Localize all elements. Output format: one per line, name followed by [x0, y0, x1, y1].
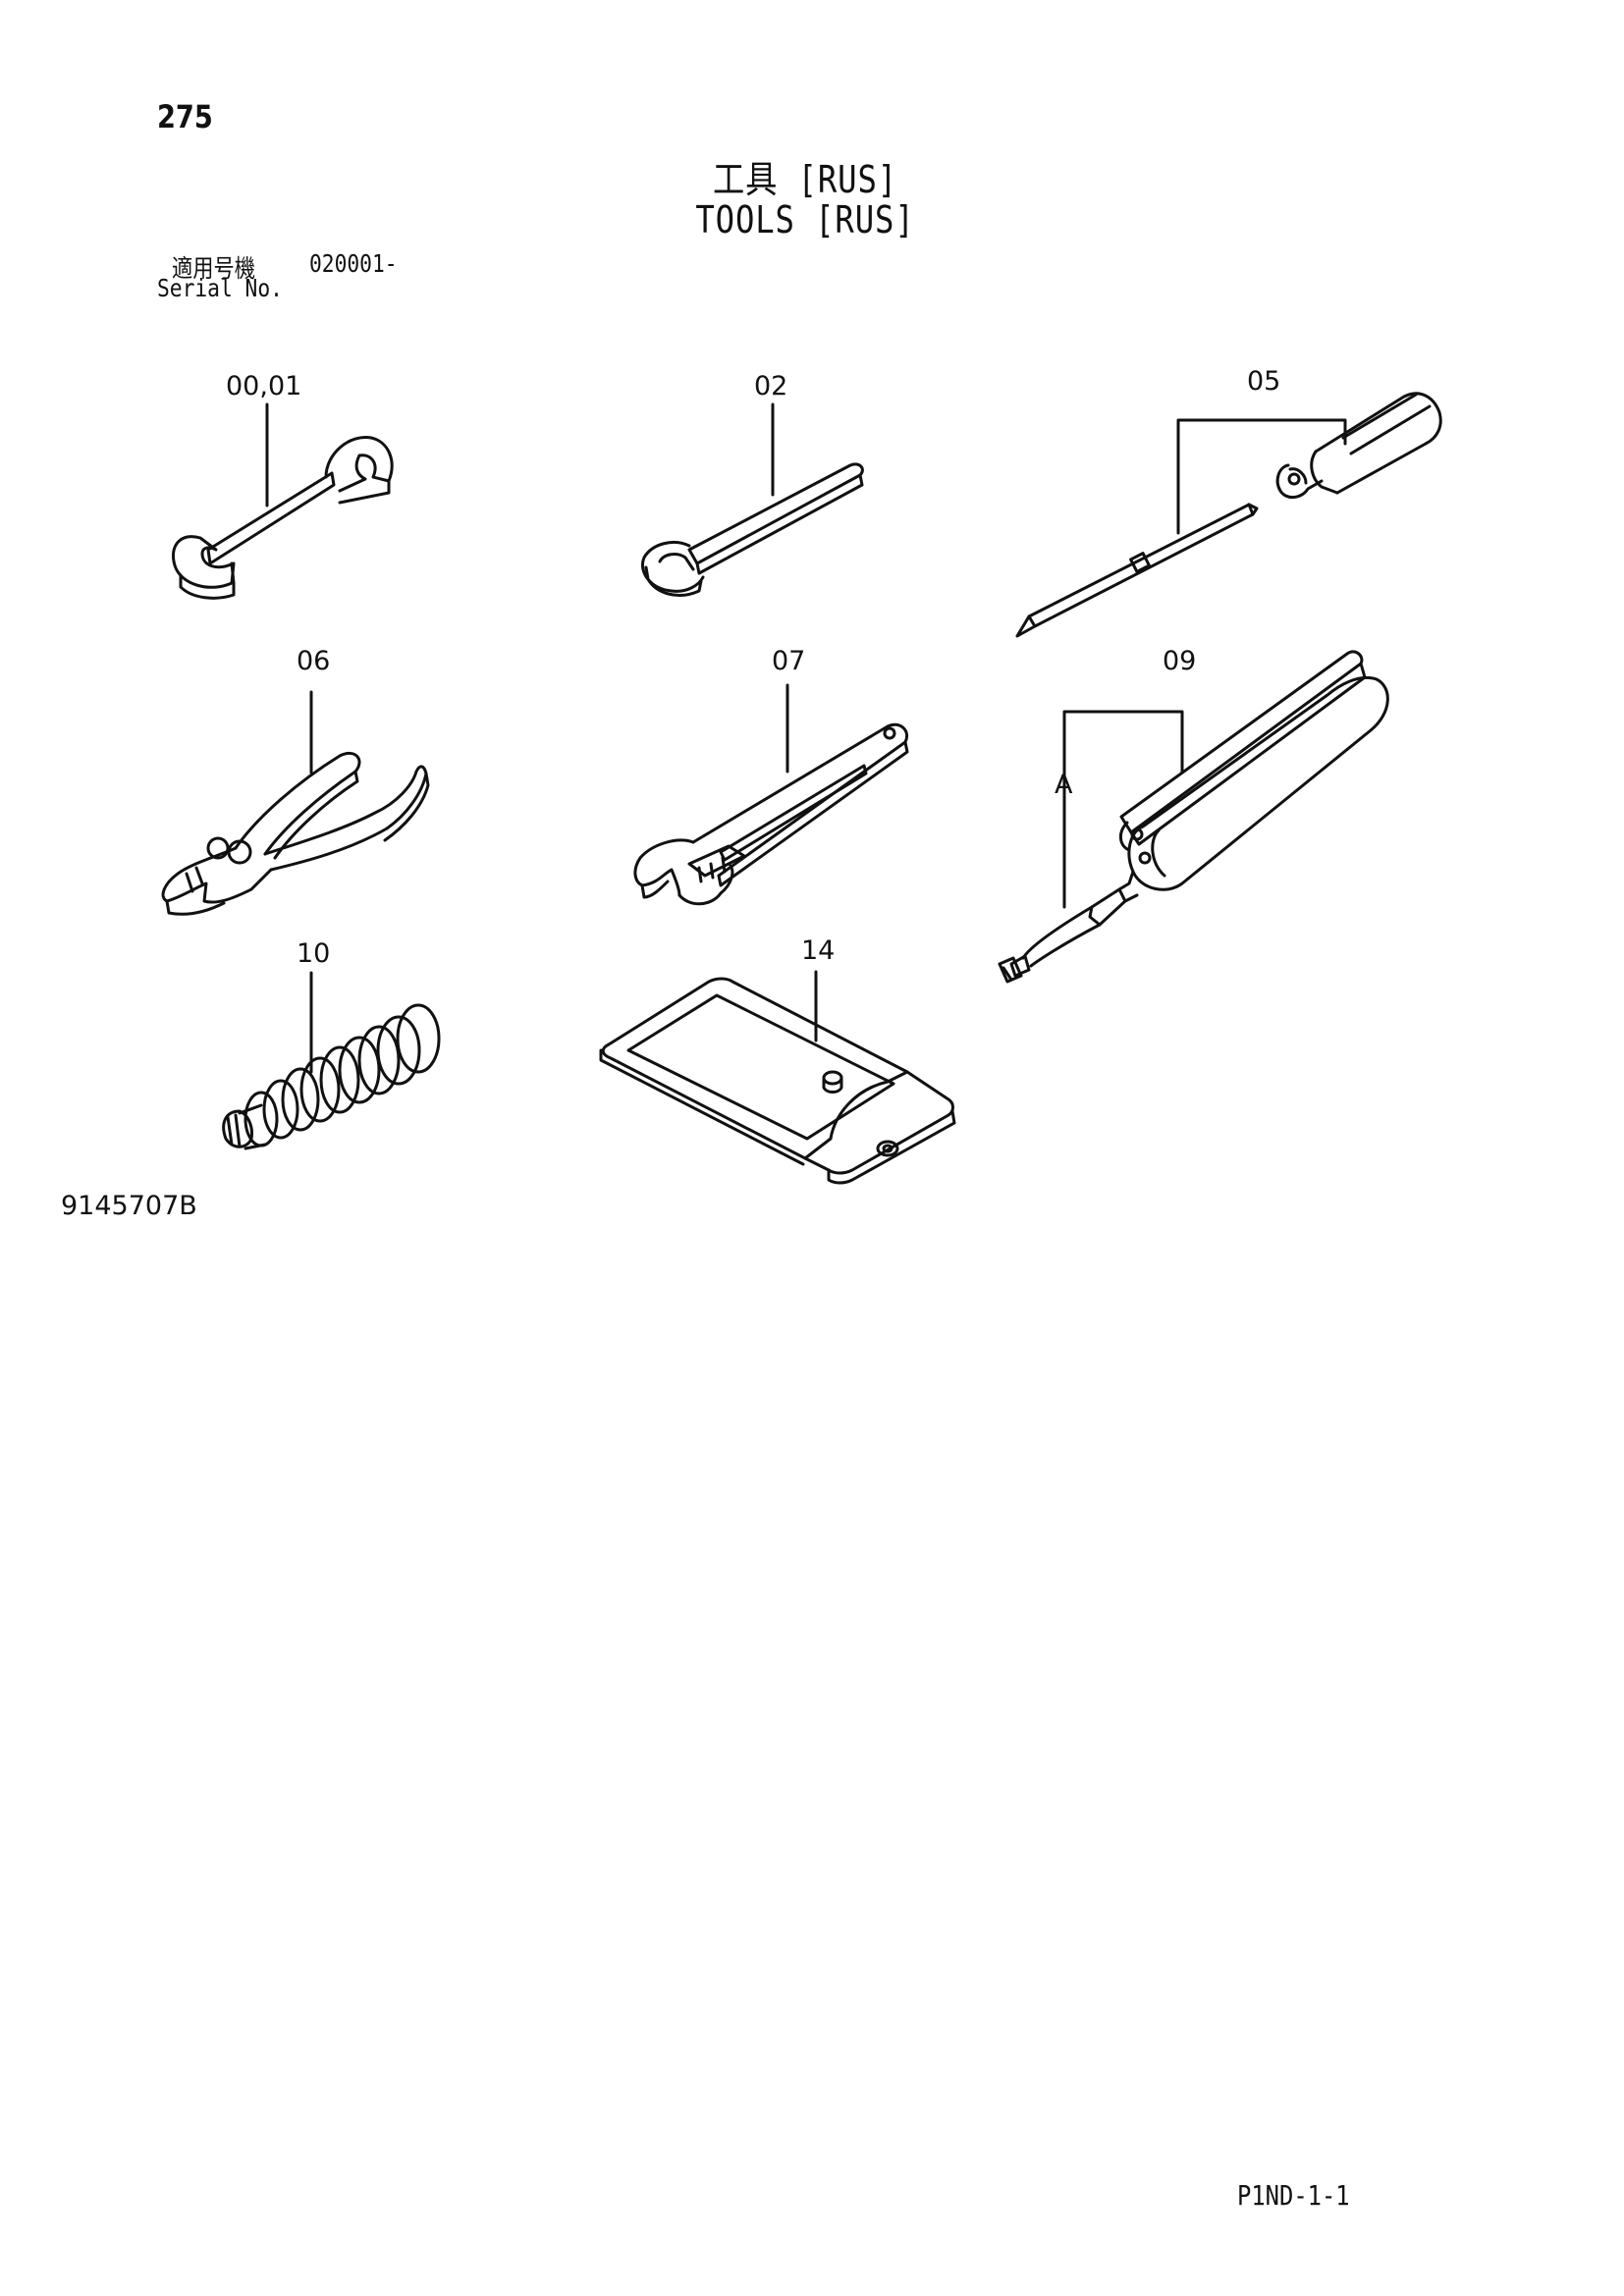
- leader-line-screwdriver: [1176, 418, 1347, 535]
- callout-wrench-small: 00,01: [226, 371, 301, 401]
- adjustable-wrench-part: [633, 722, 909, 906]
- callout-grease-hose: A: [1055, 770, 1073, 800]
- leader-line-grease-gun: [1062, 710, 1184, 909]
- callout-wrench-long: 02: [754, 371, 787, 401]
- grease-gun-part: [998, 650, 1389, 984]
- page-title-english: TOOLS [RUS]: [695, 198, 915, 241]
- callout-pliers: 06: [297, 646, 330, 676]
- wrench-small-part: [172, 436, 394, 600]
- page-number: 275: [157, 98, 213, 135]
- page-code: P1ND-1-1: [1237, 2179, 1350, 2212]
- tool-bag-part: [599, 977, 956, 1185]
- callout-screwdriver: 05: [1247, 366, 1280, 397]
- serial-label-english: Serial No.: [157, 274, 283, 302]
- serial-label-japanese: 適用号機: [172, 254, 256, 283]
- serial-range: 020001-: [309, 249, 398, 278]
- wrench-long-part: [641, 462, 864, 597]
- callout-grease-fitting-cover: 10: [297, 938, 330, 969]
- drawing-number: 9145707B: [61, 1191, 197, 1221]
- callout-tool-bag: 14: [801, 935, 835, 966]
- page-title-japanese: 工具 [RUS]: [712, 158, 898, 201]
- callout-adjustable-wrench: 07: [772, 646, 805, 676]
- grease-fitting-cover-part: [222, 1003, 441, 1150]
- screwdriver-part: [1015, 392, 1442, 638]
- pliers-part: [161, 751, 430, 916]
- callout-grease-gun: 09: [1163, 646, 1196, 676]
